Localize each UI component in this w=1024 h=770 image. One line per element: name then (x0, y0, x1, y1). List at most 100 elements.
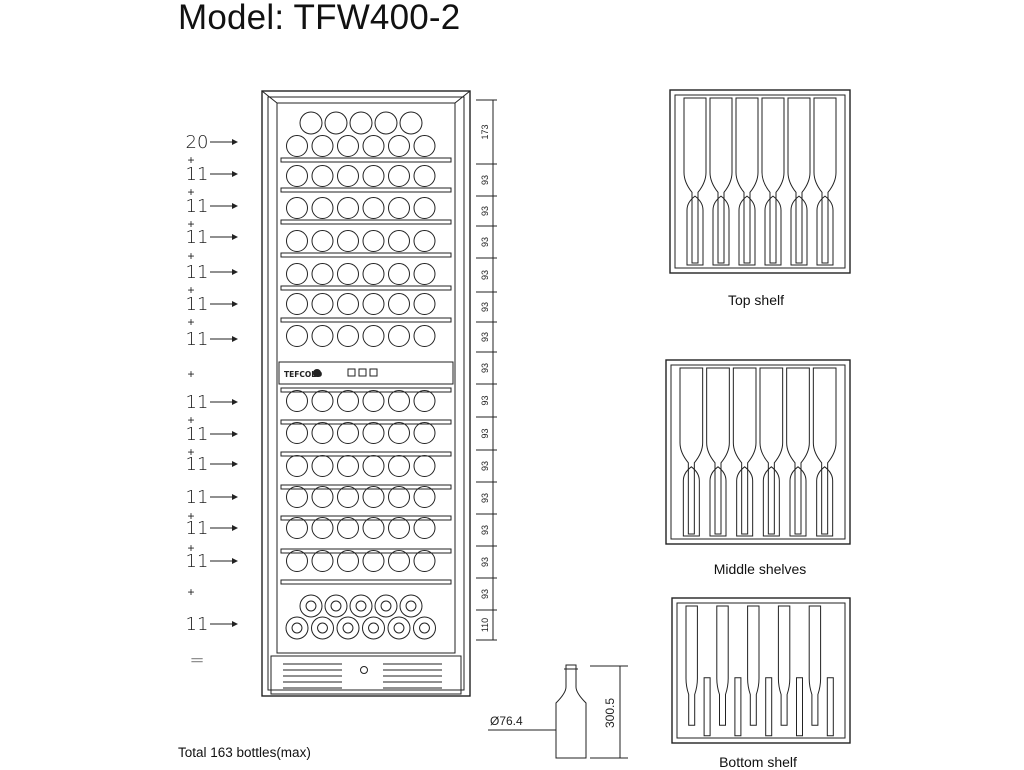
bottle-profile (732, 367, 757, 535)
count-arrow-head (232, 431, 238, 437)
count-arrow-head (232, 269, 238, 275)
count-arrow-head (232, 621, 238, 627)
count-arrow-head (232, 494, 238, 500)
plus-sign: + (187, 153, 194, 167)
bottle-end (286, 165, 308, 187)
plus-sign: + (187, 315, 194, 329)
shelf-height-label: 93 (480, 525, 490, 535)
bottle-end (387, 616, 411, 640)
bottle-neck (355, 600, 367, 612)
bottle-end (388, 325, 410, 347)
bottle-end (286, 197, 308, 219)
bottle-end (311, 230, 334, 252)
bottle-body-profile (682, 466, 700, 537)
bottle-end (362, 293, 385, 315)
bottle-end (388, 293, 410, 315)
shelf-bottle-count: 11 (186, 551, 209, 572)
bottle-neck (393, 622, 405, 634)
shelf-inner-frame (676, 602, 846, 739)
plus-sign: + (187, 509, 194, 523)
bottle-end (362, 455, 385, 477)
shelf-rail (280, 219, 452, 225)
bottle-end (324, 111, 348, 135)
bottle-end (374, 111, 398, 135)
count-arrow-head (232, 461, 238, 467)
bottom-shelf-view (671, 597, 851, 744)
bottle-end (413, 135, 436, 157)
bottle-end (413, 550, 436, 572)
bottle-end (311, 455, 334, 477)
bottle-outline (555, 664, 587, 759)
shelf-height-label: 93 (480, 428, 490, 438)
bottle-end (413, 422, 436, 444)
bottle-profile (716, 605, 729, 726)
bottle-end (286, 135, 308, 157)
bottle-end (362, 550, 385, 572)
door-corner-line (454, 90, 471, 104)
bottle-end (388, 135, 410, 157)
display-icon (347, 368, 356, 377)
bottle-neck (368, 622, 379, 634)
page-title: Model: TFW400-2 (178, 0, 461, 37)
bottle-end (337, 230, 359, 252)
bottle-end (374, 594, 398, 618)
bottle-end (285, 616, 309, 640)
bottle-end (311, 197, 334, 219)
shelf-height-label: 93 (480, 493, 490, 503)
bottle-end (349, 594, 373, 618)
plus-sign: + (187, 585, 194, 599)
bottle-end (337, 390, 359, 412)
bottle-profile (706, 367, 730, 535)
count-arrow-head (232, 558, 238, 564)
plus-sign: + (187, 367, 194, 381)
bottle-end (399, 111, 423, 135)
shelf-bottle-count: 11 (186, 294, 209, 315)
shelf-bottle-count: 20 (186, 132, 209, 153)
shelf-bottle-count: 11 (186, 164, 209, 185)
bottle-height-label: 300.5 (603, 698, 617, 728)
shelf-bottle-count: 11 (186, 262, 209, 283)
bottle-end (362, 165, 385, 187)
shelf-bottle-count: 11 (186, 424, 209, 445)
bottle-neck-profile (765, 677, 773, 737)
bottle-profile (808, 605, 822, 726)
bottle-neck (380, 600, 392, 612)
bottle-end (324, 594, 348, 618)
bottle-end (349, 111, 373, 135)
bottle-profile (786, 367, 810, 535)
bottle-diameter-label: Ø76.4 (490, 714, 523, 728)
count-arrow-head (232, 336, 238, 342)
shelf-rail (280, 515, 452, 521)
bottle-end (311, 616, 334, 640)
bottle-end (362, 197, 385, 219)
bottle-body-profile (709, 466, 727, 537)
caption-bottom-shelf: Bottom shelf (719, 754, 797, 770)
bottle-neck (291, 622, 303, 634)
bottle-end (413, 165, 436, 187)
display-icon (358, 368, 367, 377)
bottle-end (362, 486, 385, 508)
bottle-end (286, 517, 308, 539)
shelf-height-label: 93 (480, 237, 490, 247)
bottle-neck (305, 600, 317, 612)
bottle-end (311, 325, 334, 347)
shelf-height-label: 93 (480, 589, 490, 599)
bottle-profile (747, 605, 760, 726)
bottle-neck (405, 600, 417, 612)
bottle-end (362, 263, 385, 285)
shelf-height-label: 93 (480, 395, 490, 405)
bottle-end (388, 197, 410, 219)
bottle-end (337, 197, 359, 219)
bottle-profile (761, 97, 785, 264)
bottle-profile (787, 97, 811, 264)
bottle-end (362, 325, 385, 347)
shelf-inner-frame (674, 94, 846, 269)
shelf-bottle-count: 11 (186, 227, 209, 248)
bottle-profile (735, 97, 759, 264)
bottle-body-profile (712, 195, 730, 266)
count-arrow-head (232, 301, 238, 307)
bottle-body-profile (790, 195, 808, 266)
caption-top-shelf: Top shelf (727, 292, 785, 308)
bottle-end (413, 325, 436, 347)
